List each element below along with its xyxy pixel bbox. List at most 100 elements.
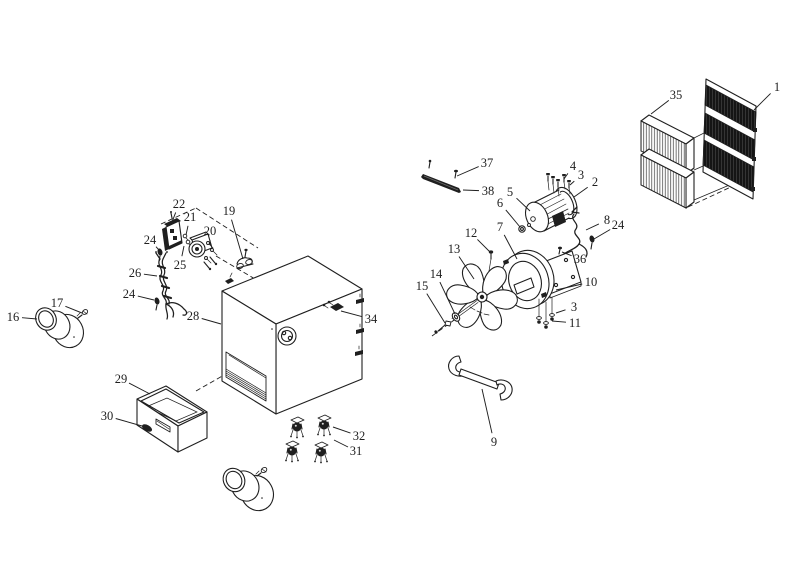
callout-4: 4: [563, 159, 577, 180]
svg-text:1: 1: [774, 80, 780, 94]
drawer-handle: [141, 424, 153, 432]
lid-latch: [225, 272, 234, 284]
svg-text:30: 30: [101, 409, 114, 423]
callout-34: 34: [340, 310, 378, 326]
callout-24: 24: [144, 233, 160, 251]
bracket-bar: [421, 159, 461, 193]
svg-text:24: 24: [123, 287, 136, 301]
rotary-switch: [188, 231, 218, 271]
svg-text:5: 5: [507, 185, 513, 199]
callout-14: 14: [430, 267, 456, 315]
callout-37: 37: [456, 156, 494, 177]
svg-text:21: 21: [184, 210, 197, 224]
outlet-cone: [222, 466, 275, 512]
svg-text:6: 6: [497, 196, 503, 210]
svg-text:10: 10: [585, 275, 598, 289]
wrench: [448, 355, 513, 401]
callout-15: 15: [416, 279, 446, 324]
svg-text:8: 8: [604, 213, 610, 227]
callout-20: 20: [204, 224, 216, 245]
callout-1: 1: [753, 80, 780, 111]
outlet-cone-screw: [255, 466, 268, 477]
callout-6: 6: [497, 196, 521, 228]
wiring-harness: [155, 251, 188, 320]
callout-31: 31: [333, 439, 362, 458]
callout-32: 32: [332, 426, 366, 443]
svg-text:15: 15: [416, 279, 429, 293]
shaft-nut: [444, 320, 452, 327]
grommet-lower: [154, 297, 160, 305]
dust-drawer: [136, 385, 208, 453]
svg-text:25: 25: [174, 258, 187, 272]
door-latch: [322, 300, 344, 311]
callout-24: 24: [123, 287, 155, 301]
callout-2: 2: [573, 175, 598, 198]
svg-text:16: 16: [7, 310, 20, 324]
svg-text:26: 26: [129, 266, 142, 280]
callout-29: 29: [115, 372, 151, 395]
fan-shroud-and-plate: [488, 246, 582, 329]
drawer-opening: [225, 351, 267, 402]
filter-cartridges: [640, 114, 695, 209]
cabinet-box: [221, 255, 364, 415]
grommet-upper: [157, 248, 163, 256]
callout-28: 28: [187, 309, 222, 325]
shroud-bolts: [536, 296, 555, 329]
callout-7: 7: [497, 220, 518, 260]
power-cable: [559, 206, 595, 261]
svg-text:12: 12: [465, 226, 478, 240]
svg-text:34: 34: [365, 312, 378, 326]
plate-screw: [558, 246, 562, 250]
callout-19: 19: [223, 204, 244, 260]
door-knob: [271, 326, 297, 346]
callout-16: 16: [7, 310, 38, 324]
svg-text:3: 3: [578, 168, 584, 182]
callout-11: 11: [551, 316, 581, 330]
caster-feet: [284, 414, 332, 464]
svg-text:36: 36: [574, 252, 587, 266]
door-hinges: [355, 293, 364, 356]
svg-text:2: 2: [592, 175, 598, 189]
switch-block: [162, 211, 183, 251]
svg-text:13: 13: [448, 242, 461, 256]
motor-assembly: [518, 173, 578, 233]
svg-text:4: 4: [570, 159, 577, 173]
callout-17: 17: [51, 296, 83, 314]
svg-text:35: 35: [670, 88, 683, 102]
inlet-cone: [35, 307, 89, 349]
cable-grommet: [589, 235, 595, 243]
callout-12: 12: [465, 226, 491, 253]
callout-38: 38: [462, 184, 494, 198]
callout-5: 5: [507, 185, 531, 212]
filter-grid-panel: [702, 78, 757, 200]
callout-8: 8: [585, 213, 610, 231]
callout-24: 24: [593, 218, 625, 240]
motor-mount-bolts: [546, 173, 571, 197]
impeller-assembly: [434, 260, 520, 334]
svg-text:29: 29: [115, 372, 128, 386]
callout-26: 26: [129, 266, 158, 280]
cone-screw: [76, 309, 89, 319]
svg-text:28: 28: [187, 309, 200, 323]
svg-text:9: 9: [491, 435, 497, 449]
svg-text:7: 7: [497, 220, 503, 234]
svg-text:24: 24: [612, 218, 625, 232]
shroud-screw: [488, 250, 494, 254]
callout-22: 22: [171, 197, 185, 223]
callout-25: 25: [174, 245, 187, 272]
svg-text:24: 24: [144, 233, 157, 247]
callout-35: 35: [650, 88, 683, 115]
svg-text:37: 37: [481, 156, 494, 170]
svg-text:32: 32: [353, 429, 366, 443]
cord-clamp: [236, 248, 254, 269]
svg-text:3: 3: [571, 300, 577, 314]
callout-3: 3: [555, 300, 577, 314]
callout-13: 13: [448, 242, 475, 280]
callout-21: 21: [184, 210, 197, 236]
callout-3: 3: [569, 168, 584, 186]
callout-30: 30: [101, 409, 143, 427]
callout-10: 10: [555, 275, 598, 291]
